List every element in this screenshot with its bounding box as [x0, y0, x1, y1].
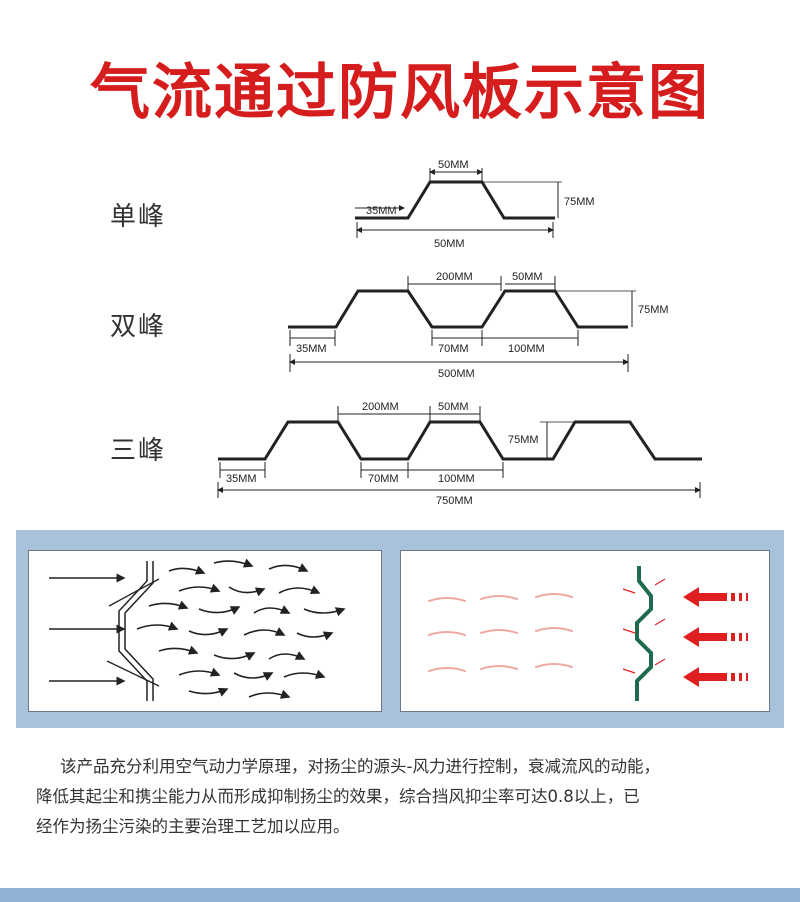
wind-arrows — [683, 587, 748, 687]
triple-peak-profile: 200MM 50MM 75MM 35MM 70MM 100MM 750MM — [217, 401, 702, 507]
description-line: 经作为扬尘污染的主要治理工艺加以应用。 — [36, 817, 350, 836]
single-side-dim: 35MM — [366, 205, 397, 217]
single-height-dim: 75MM — [564, 196, 595, 208]
triple-edge-dim: 35MM — [226, 473, 257, 485]
double-peak-profile: 200MM 50MM 75MM 35MM 70MM 100MM 500MM — [288, 271, 669, 380]
triple-total-dim: 750MM — [436, 495, 473, 507]
triple-pitch-dim: 100MM — [438, 473, 475, 485]
profile-label-triple: 三峰 — [110, 436, 167, 466]
double-height-dim: 75MM — [638, 304, 669, 316]
profile-label-single: 单峰 — [110, 202, 167, 232]
description-line: 降低其起尘和携尘能力从而形成抑制扬尘的效果，综合挡风抑尘率可达0.8以上，已 — [36, 787, 640, 806]
double-top-dim: 50MM — [512, 271, 543, 283]
airflow-panel-right — [400, 550, 770, 712]
description: 该产品充分利用空气动力学原理，对扬尘的源头-风力进行控制，衰减流风的动能， 降低… — [36, 752, 776, 842]
profile-diagrams: 50MM 35MM 75MM 50MM 200MM 50MM 75MM 35MM — [217, 159, 702, 507]
airflow-panel-left — [28, 550, 382, 712]
barrier-sketch — [428, 566, 748, 701]
single-top-dim: 50MM — [438, 159, 469, 171]
airflow-sketch — [49, 558, 346, 701]
triple-height-dim: 75MM — [508, 434, 539, 446]
double-total-dim: 500MM — [438, 368, 475, 380]
triple-bottom-dim: 70MM — [368, 473, 399, 485]
single-peak-profile: 50MM 35MM 75MM 50MM — [355, 159, 595, 250]
green-barrier — [635, 566, 653, 701]
triple-gap-dim: 200MM — [362, 401, 399, 413]
page-title: 气流通过防风板示意图 — [90, 58, 710, 128]
profile-label-double: 双峰 — [110, 312, 167, 342]
double-pitch-dim: 100MM — [508, 343, 545, 355]
double-gap-dim: 200MM — [436, 271, 473, 283]
double-edge-dim: 35MM — [296, 343, 327, 355]
single-total-dim: 50MM — [434, 238, 465, 250]
description-line: 该产品充分利用空气动力学原理，对扬尘的源头-风力进行控制，衰减流风的动能， — [60, 757, 660, 776]
triple-top-dim: 50MM — [438, 401, 469, 413]
footer-bar — [0, 888, 800, 902]
double-bottom-dim: 70MM — [438, 343, 469, 355]
